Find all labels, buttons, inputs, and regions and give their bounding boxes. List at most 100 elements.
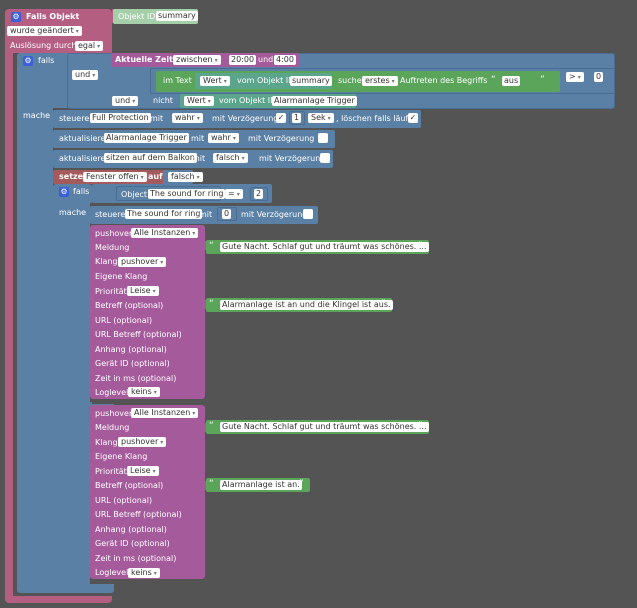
im-text-label: im Text [163, 76, 192, 85]
variable-dropdown[interactable]: Fenster offen▾ [83, 172, 147, 182]
mit-label: mit [191, 134, 205, 143]
meldung-label: Meldung [95, 243, 130, 252]
object-label: Object [121, 190, 148, 199]
condition-dropdown[interactable]: wurde geändert▾ [7, 26, 82, 36]
trigger-type-dropdown[interactable]: egal▾ [75, 41, 104, 51]
object-id-label: Objekt ID [118, 12, 156, 21]
message-string-1[interactable]: “ Gute Nacht. Schlaf gut und träumt was … [206, 240, 429, 254]
inner-falls-label: falls [73, 187, 90, 196]
inner-number-field[interactable]: 2 [254, 189, 264, 199]
zeit-label: Zeit in ms (optional) [95, 554, 177, 563]
mit-label: mit [150, 114, 164, 123]
value-dropdown[interactable]: Wert▾ [200, 76, 230, 86]
time-to-field[interactable]: 4:00 [274, 55, 296, 65]
and-dropdown[interactable]: und▾ [72, 70, 99, 80]
geraet-label: Gerät ID (optional) [95, 359, 170, 368]
steuere-value-dropdown[interactable]: wahr▾ [172, 113, 203, 123]
anhang-label: Anhang (optional) [95, 525, 167, 534]
gear-icon[interactable]: ⚙ [23, 56, 33, 66]
priority-dropdown[interactable]: Leise▾ [127, 286, 159, 296]
time-mode-dropdown[interactable]: zwischen▾ [173, 55, 221, 65]
delay-checkbox-3[interactable] [320, 153, 330, 163]
not-value-dropdown[interactable]: Wert▾ [184, 96, 214, 106]
equals-dropdown[interactable]: =▾ [225, 189, 243, 199]
trigger-title: Falls Objekt [26, 12, 80, 21]
object-id-field-2[interactable]: summary [290, 76, 332, 86]
prioritaet-label: Priorität [95, 287, 127, 296]
time-and-label: und [258, 55, 274, 64]
klang-dropdown[interactable]: pushover▾ [118, 257, 167, 267]
time-from-field[interactable]: 20:00 [229, 55, 257, 65]
priority-dropdown-2[interactable]: Leise▾ [127, 466, 159, 476]
falls-label: falls [38, 56, 55, 65]
occurrence-dropdown[interactable]: erstes▾ [362, 76, 398, 86]
url-label: URL (optional) [95, 316, 153, 325]
delay-label: mit Verzögerung [212, 114, 279, 123]
loglevel-dropdown-2[interactable]: keins▾ [128, 568, 160, 578]
message-string-2[interactable]: “ Gute Nacht. Schlaf gut und träumt was … [206, 420, 429, 434]
inner-delay-checkbox[interactable] [303, 209, 313, 219]
and-dropdown-2[interactable]: und▾ [112, 96, 139, 106]
mit-label: mit [199, 210, 213, 219]
aktualisiere-value-dropdown-2[interactable]: falsch▾ [213, 153, 248, 163]
instances-dropdown-2[interactable]: Alle Instanzen▾ [131, 408, 199, 418]
object-id-field[interactable]: summary [156, 11, 198, 21]
delay-checkbox-2[interactable] [318, 133, 328, 143]
steuere-target-field[interactable]: Full Protection [90, 113, 151, 123]
url-label: URL (optional) [95, 496, 153, 505]
message-field-2[interactable]: Gute Nacht. Schlaf gut und träumt was sc… [220, 422, 429, 432]
loglevel-dropdown[interactable]: keins▾ [128, 387, 160, 397]
auf-label: auf [148, 172, 163, 181]
subject-string-1[interactable]: “ Alarmanlage ist an und die Klingel ist… [206, 298, 393, 312]
clear-checkbox[interactable]: ✓ [408, 113, 418, 123]
delay-label: mit Verzögerung [248, 134, 315, 143]
loglevel-label: Loglevel [95, 568, 129, 577]
geraet-label: Gerät ID (optional) [95, 539, 170, 548]
search-term-field[interactable]: aus [502, 76, 521, 86]
pushover-block-1[interactable] [90, 225, 205, 399]
pushover-block-2[interactable] [90, 405, 205, 579]
aktualisiere-label: aktualisiere [59, 134, 106, 143]
mit-label: mit [192, 154, 206, 163]
betreff-label: Betreff (optional) [95, 481, 164, 490]
nicht-label: nicht [153, 96, 173, 105]
aktualisiere-target-field[interactable]: Alarmanlage Trigger [104, 133, 189, 143]
delay-unit-dropdown[interactable]: Sek▾ [308, 113, 334, 123]
inner-object-field[interactable]: The sound for ring [148, 189, 226, 199]
subject-field-2[interactable]: Alarmanlage ist an. [220, 480, 302, 490]
number-field[interactable]: 0 [594, 72, 604, 82]
bool-dropdown[interactable]: falsch▾ [168, 172, 203, 182]
inner-if-block[interactable] [53, 184, 92, 593]
trigger-type-label: Auslösung durch [10, 41, 77, 50]
delay-label: mit Verzögerung [259, 154, 326, 163]
gear-icon[interactable]: ⚙ [59, 187, 69, 197]
aktualisiere-label: aktualisiere [59, 154, 106, 163]
subject-field-1[interactable]: Alarmanlage ist an und die Klingel ist a… [220, 300, 393, 310]
loglevel-label: Loglevel [95, 388, 129, 397]
vom-objekt-label: vom Objekt ID [237, 76, 295, 85]
delay-number-field[interactable]: 1 [292, 113, 302, 123]
clear-label: , löschen falls läuft [336, 114, 412, 123]
delay-checkbox[interactable]: ✓ [276, 113, 286, 123]
anhang-label: Anhang (optional) [95, 345, 167, 354]
aktualisiere-target-field-2[interactable]: sitzen auf dem Balkon [104, 153, 197, 163]
aktualisiere-value-dropdown[interactable]: wahr▾ [208, 133, 239, 143]
message-field-1[interactable]: Gute Nacht. Schlaf gut und träumt was sc… [220, 242, 429, 252]
instances-dropdown[interactable]: Alle Instanzen▾ [131, 228, 199, 238]
klang-dropdown-2[interactable]: pushover▾ [118, 437, 167, 447]
gear-icon[interactable]: ⚙ [11, 12, 21, 22]
steuere-label: steuere [95, 210, 126, 219]
inner-steuere-target[interactable]: The sound for ring [125, 209, 203, 219]
klang-label: Klang [95, 257, 118, 266]
search-term-string[interactable]: “ aus ” [488, 74, 552, 88]
steuere-label: steuere [59, 114, 90, 123]
meldung-label: Meldung [95, 423, 130, 432]
pushover-label: pushover [95, 229, 133, 238]
prioritaet-label: Priorität [95, 467, 127, 476]
not-object-id-field[interactable]: Alarmanlage Trigger [272, 96, 357, 106]
inner-steuere-number[interactable]: 0 [222, 209, 232, 219]
subject-string-2[interactable]: “ Alarmanlage ist an. ” [206, 478, 310, 492]
operator-dropdown[interactable]: >▾ [566, 72, 584, 82]
auftreten-label: Auftreten des Begriffs [400, 76, 488, 85]
suche-label: suche [338, 76, 362, 85]
